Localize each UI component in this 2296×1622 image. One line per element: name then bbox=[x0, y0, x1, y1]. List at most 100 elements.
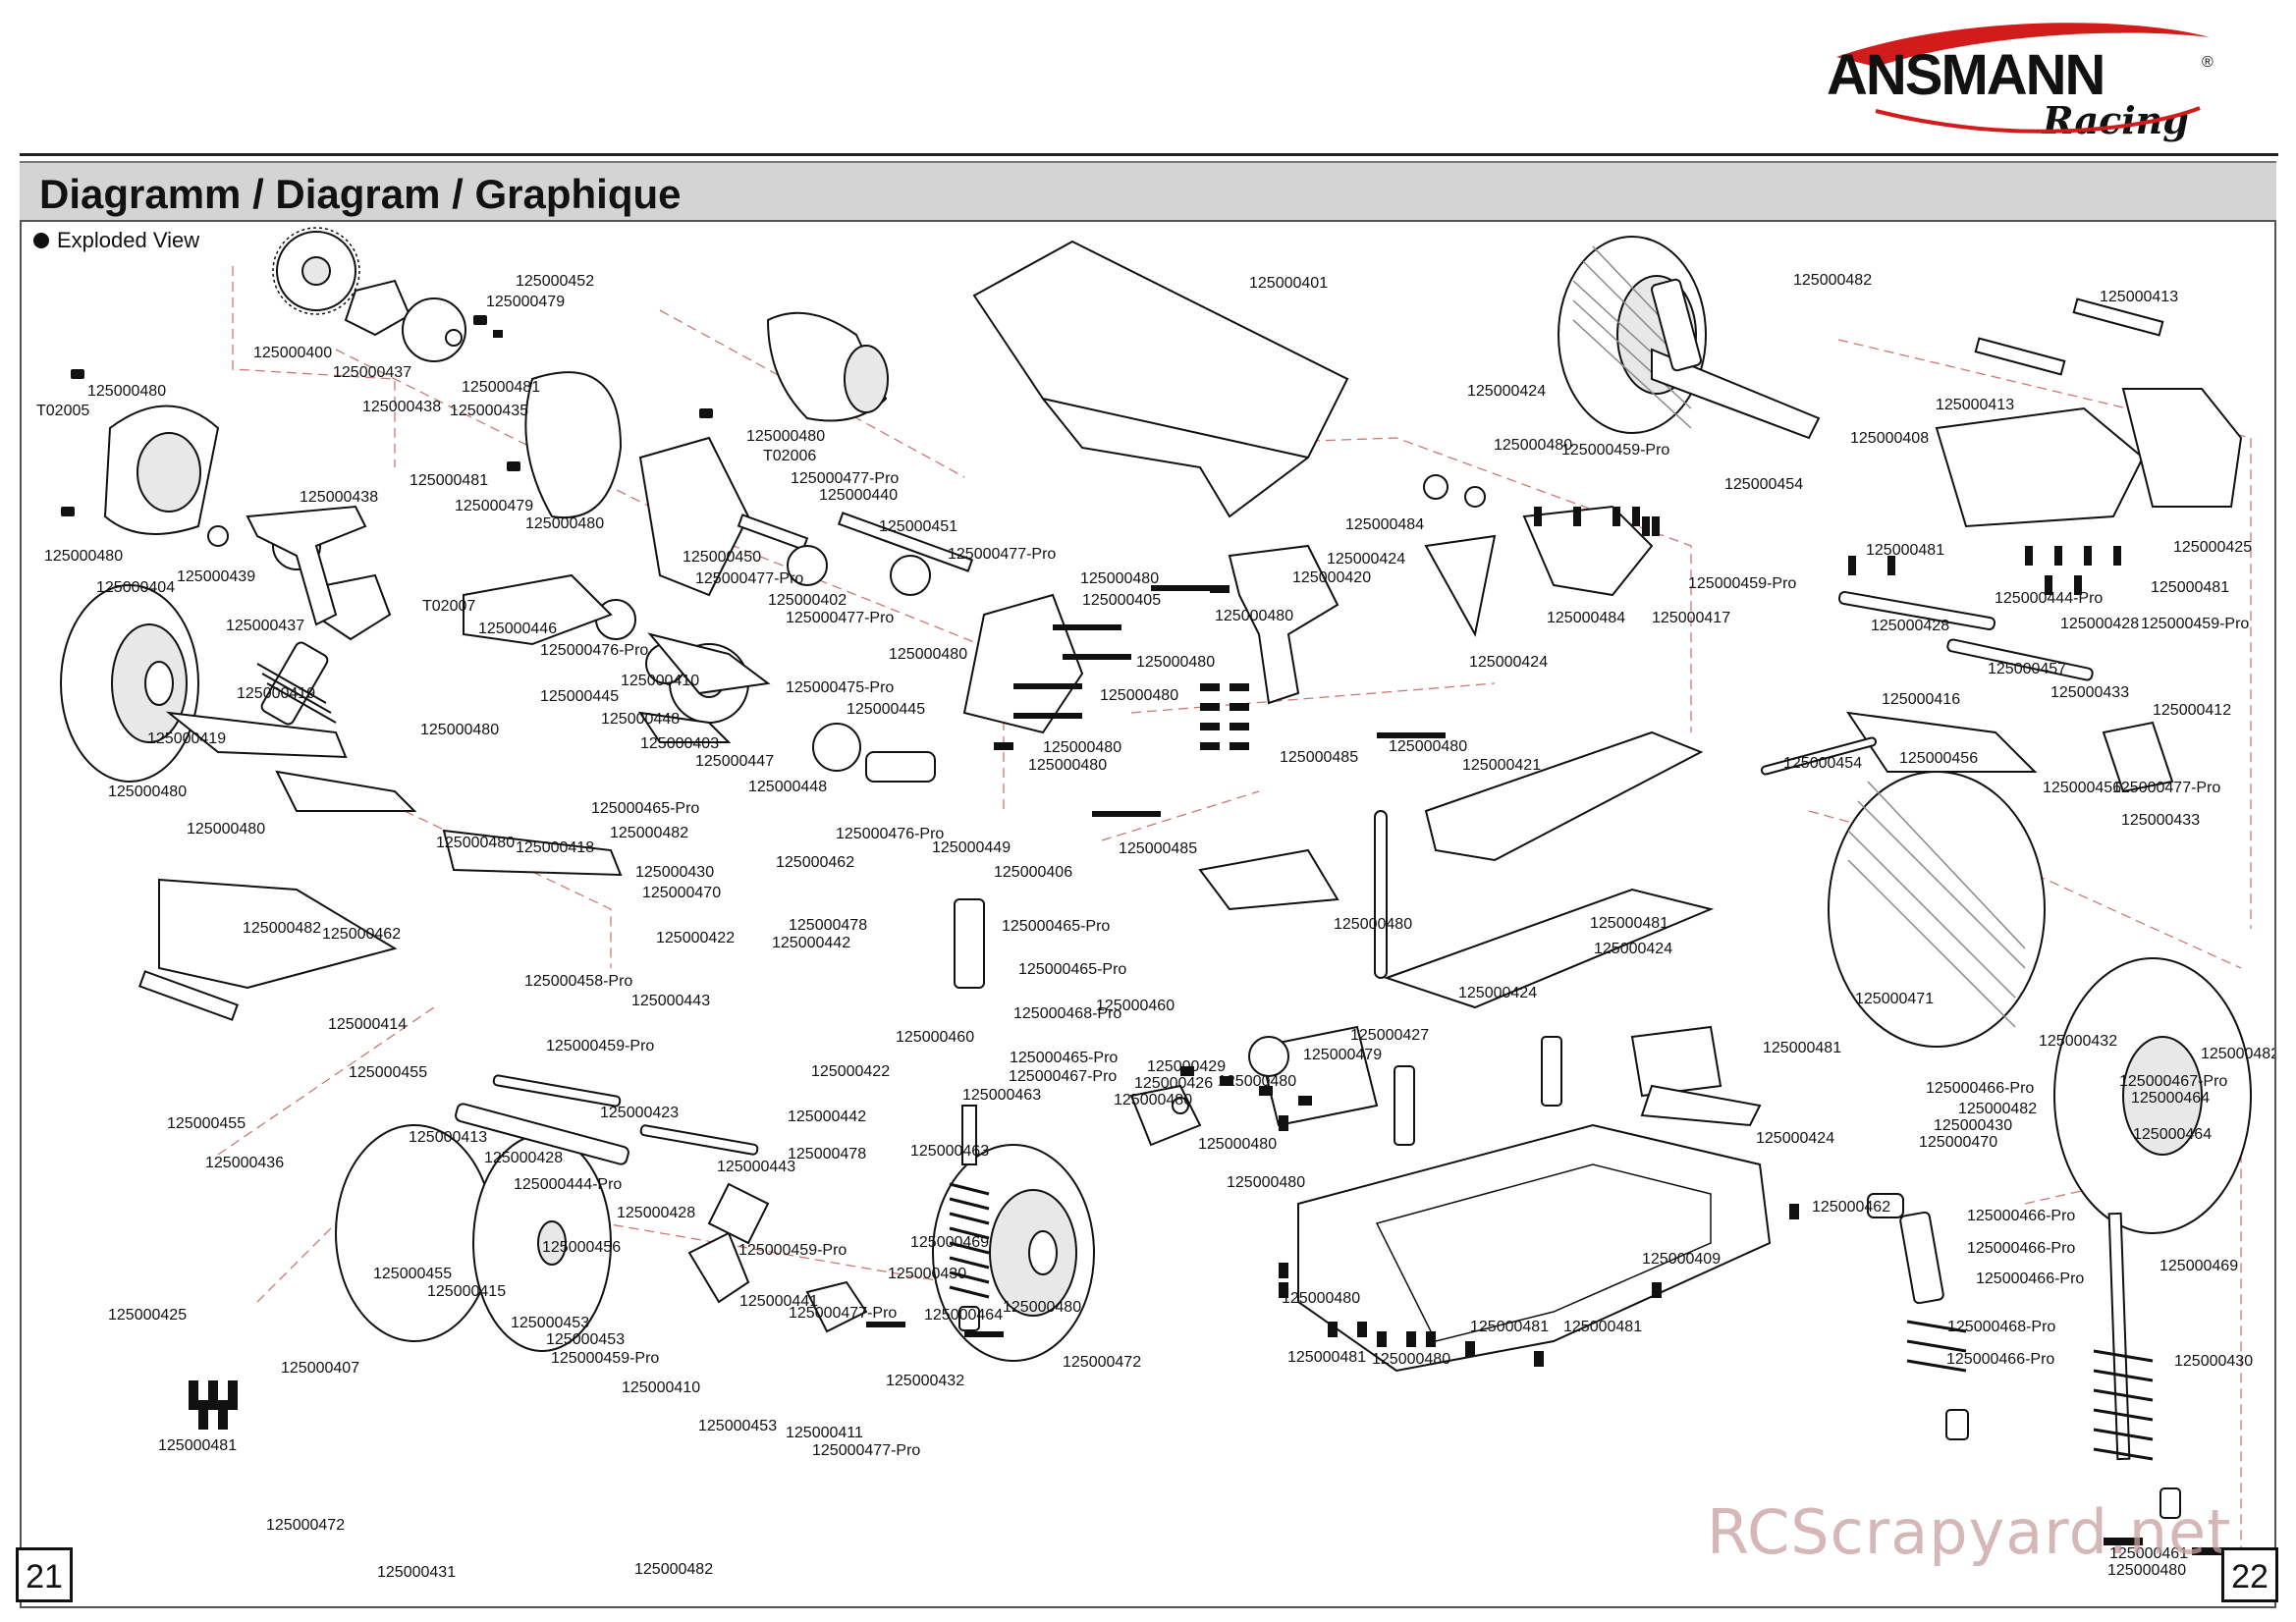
logo-wordmark: ANSMANN bbox=[1827, 43, 2104, 107]
front-wheel-left bbox=[60, 584, 199, 783]
part-label: 125000441 bbox=[739, 1293, 818, 1310]
part-label: 125000477-Pro bbox=[695, 570, 803, 587]
part-label: 125000432 bbox=[886, 1373, 964, 1389]
part-label: 125000443 bbox=[717, 1159, 795, 1175]
part-label: 125000459-Pro bbox=[1688, 575, 1796, 592]
part-label: 125000482 bbox=[634, 1561, 713, 1578]
part-label: 125000466-Pro bbox=[1926, 1080, 2034, 1097]
part-label: 125000430 bbox=[2174, 1353, 2253, 1370]
part-label: 125000413 bbox=[1936, 397, 2014, 413]
part-label: 125000401 bbox=[1249, 275, 1328, 292]
part-label: 125000481 bbox=[410, 472, 488, 489]
part-label: 125000477-Pro bbox=[948, 546, 1056, 563]
part-label: 125000464 bbox=[924, 1307, 1003, 1324]
part-label: 125000480 bbox=[1198, 1136, 1277, 1153]
part-label: 125000480 bbox=[1114, 1092, 1192, 1108]
slipper-pad bbox=[344, 279, 411, 337]
part-label: 125000418 bbox=[516, 839, 594, 856]
receiver bbox=[1198, 848, 1339, 911]
part-label: 125000404 bbox=[96, 579, 175, 596]
part-label: 125000424 bbox=[1756, 1130, 1834, 1147]
part-label: 125000481 bbox=[1470, 1319, 1549, 1335]
part-label: 125000480 bbox=[1080, 570, 1159, 587]
part-label: 125000481 bbox=[2151, 579, 2229, 596]
part-label: 125000450 bbox=[683, 549, 761, 566]
part-label: 125000403 bbox=[640, 735, 719, 752]
part-label: 125000453 bbox=[698, 1418, 777, 1434]
part-label: 125000415 bbox=[427, 1283, 506, 1300]
part-label: 125000478 bbox=[789, 917, 867, 934]
ansmann-racing-logo: ANSMANN ® Racing bbox=[1827, 23, 2214, 142]
rear-hinge-pin bbox=[1760, 736, 1878, 776]
part-label: 125000430 bbox=[888, 1266, 966, 1282]
part-label: 125000428 bbox=[484, 1150, 563, 1166]
rear-wheel-right bbox=[1828, 771, 2252, 1234]
part-label: 125000446 bbox=[478, 621, 557, 637]
part-label: 125000458-Pro bbox=[524, 973, 632, 990]
steering-ball bbox=[1172, 1097, 1189, 1114]
part-label: 125000480 bbox=[436, 835, 515, 851]
part-label: 125000409 bbox=[1642, 1251, 1721, 1268]
part-label: 125000480 bbox=[1100, 687, 1178, 704]
chassis-post bbox=[1541, 1036, 1562, 1107]
part-label: 125000484 bbox=[1547, 610, 1625, 626]
part-label: 125000443 bbox=[631, 993, 710, 1009]
part-label: 125000480 bbox=[1043, 739, 1121, 756]
part-label: 125000456 bbox=[2043, 780, 2121, 796]
part-label: 125000451 bbox=[879, 518, 957, 535]
front-brace bbox=[275, 770, 417, 812]
part-label: 125000419 bbox=[147, 730, 226, 747]
front-wheel-right bbox=[932, 1144, 1095, 1362]
rear-shock-top bbox=[1650, 278, 1703, 372]
part-label: 125000466-Pro bbox=[1967, 1208, 2075, 1224]
part-label: 125000424 bbox=[1594, 941, 1672, 957]
gearbox-case-left bbox=[638, 436, 750, 597]
part-label: 125000420 bbox=[1292, 569, 1371, 586]
part-label: 125000463 bbox=[910, 1143, 989, 1160]
part-label: 125000453 bbox=[546, 1331, 625, 1348]
outdrive bbox=[865, 751, 936, 783]
part-label: 125000480 bbox=[746, 428, 825, 445]
rear-cvd bbox=[1946, 638, 2094, 681]
part-label: 125000480 bbox=[87, 383, 166, 400]
part-label: 125000480 bbox=[1372, 1351, 1450, 1368]
servo-saver bbox=[1248, 1036, 1289, 1077]
part-label: 125000479 bbox=[486, 294, 565, 310]
part-label: 125000459-Pro bbox=[738, 1242, 847, 1259]
part-label: 125000421 bbox=[1462, 757, 1541, 774]
part-label: 125000444-Pro bbox=[514, 1176, 622, 1193]
part-label: 125000462 bbox=[1812, 1199, 1890, 1216]
part-label: 125000481 bbox=[1866, 542, 1944, 559]
part-label: 125000463 bbox=[962, 1087, 1041, 1104]
part-label: 125000467-Pro bbox=[1009, 1068, 1117, 1085]
part-label: T02005 bbox=[36, 403, 89, 419]
part-label: 125000417 bbox=[1652, 610, 1730, 626]
battery-pack bbox=[1383, 888, 1715, 1009]
front-hub-carrier bbox=[707, 1182, 770, 1245]
part-label: 125000435 bbox=[450, 403, 528, 419]
part-label: 125000459-Pro bbox=[1561, 442, 1669, 459]
part-label: 125000442 bbox=[772, 935, 850, 951]
part-label: 125000412 bbox=[2153, 702, 2231, 719]
spur-gear bbox=[272, 227, 360, 315]
part-label: 125000413 bbox=[2100, 289, 2178, 305]
motor-plate bbox=[524, 371, 623, 519]
part-label: 125000482 bbox=[1958, 1101, 2037, 1117]
part-label: T02007 bbox=[422, 598, 475, 615]
part-label: 125000444-Pro bbox=[1995, 590, 2103, 607]
part-label: 125000484 bbox=[1345, 516, 1424, 533]
rear-arm-mount bbox=[1522, 505, 1654, 597]
part-label: 125000437 bbox=[226, 618, 304, 634]
part-label: 125000485 bbox=[1280, 749, 1358, 766]
part-label: 125000480 bbox=[1003, 1299, 1081, 1316]
front-shock-tower bbox=[246, 505, 367, 626]
front-suspension-arm bbox=[165, 711, 348, 759]
esc bbox=[1630, 1025, 1722, 1098]
part-label: 125000469 bbox=[2159, 1258, 2238, 1274]
front-skid bbox=[137, 970, 240, 1021]
part-label: 125000475-Pro bbox=[786, 679, 894, 696]
rear-lower-arm bbox=[1845, 711, 2038, 773]
part-label: 125000432 bbox=[2039, 1033, 2117, 1050]
rear-wheelie-plate bbox=[1935, 406, 2145, 528]
part-label: 125000455 bbox=[349, 1064, 427, 1081]
